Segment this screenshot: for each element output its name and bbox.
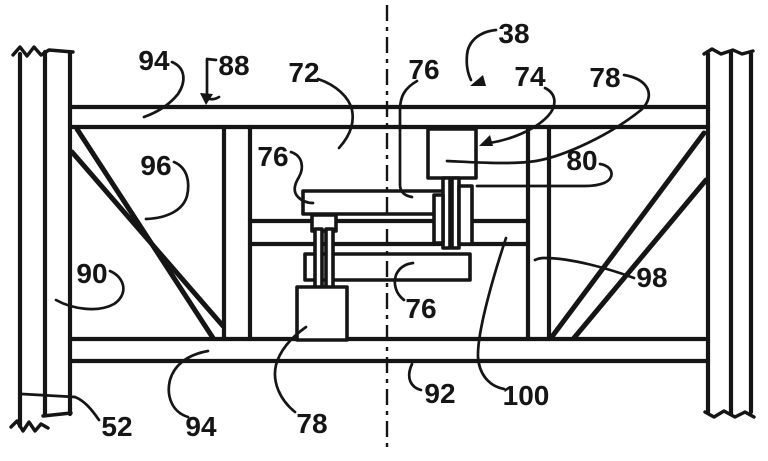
- left-clamp-rod-a: [313, 227, 324, 290]
- reference-labels: 94 88 72 76 38 74 78 80 96 76 90 98 76 52 94 78 92 100: [76, 18, 667, 442]
- leader-90: [54, 269, 125, 311]
- break-mark-top-right: [702, 47, 755, 56]
- left-diagonal-brace: [69, 126, 226, 341]
- ref-label-72-upper-panel: 72: [288, 57, 319, 88]
- ref-label-76-lower-plate: 76: [405, 293, 436, 324]
- leader-94-top: [142, 60, 185, 119]
- ref-label-94-bottom-rail-left: 94: [185, 411, 217, 442]
- ref-label-52-left-post-bottom: 52: [101, 411, 132, 442]
- leader-lines: [20, 28, 651, 422]
- break-mark-bottom-left: [9, 419, 50, 433]
- left-post: [9, 45, 75, 433]
- left-clamp-rod-b: [324, 227, 335, 290]
- break-mark-bottom-right: [703, 409, 756, 419]
- leader-38: [465, 28, 498, 82]
- inner-left-post: [221, 124, 253, 342]
- lower-clamp-box: [295, 285, 349, 342]
- left-clamp-block: [310, 213, 338, 233]
- leader-74: [487, 86, 556, 145]
- leader-80: [475, 162, 613, 188]
- leader-52: [20, 392, 101, 422]
- right-clamp-bracket: [457, 184, 474, 246]
- clamp-mechanism: [295, 127, 478, 342]
- ref-label-78-upper-clamp: 78: [589, 62, 620, 93]
- leader-78-bottom: [273, 325, 308, 414]
- arrowhead-74: [479, 135, 493, 146]
- right-diagonal-brace: [548, 130, 709, 341]
- ref-label-74-actuator-box: 74: [514, 61, 546, 92]
- ref-label-78-lower-clamp-box: 78: [296, 408, 327, 439]
- leader-92: [407, 362, 423, 392]
- leader-76-top: [398, 79, 419, 199]
- arrowhead-88: [200, 93, 213, 105]
- arrowhead-38: [470, 75, 486, 86]
- leader-76-bottom: [393, 261, 415, 302]
- ref-label-94-top-rail-left: 94: [138, 45, 170, 76]
- cross-member: [247, 218, 531, 247]
- right-post: [702, 47, 756, 419]
- ref-label-92-bottom-rail: 92: [424, 378, 455, 409]
- ref-label-38-assembly: 38: [498, 18, 529, 49]
- ref-label-76-upper-plate: 76: [408, 54, 439, 85]
- ref-label-100-cross-member: 100: [503, 380, 550, 411]
- leader-96: [144, 160, 190, 221]
- ref-label-80-clamp-rod: 80: [566, 145, 597, 176]
- actuator-box: [426, 127, 478, 180]
- ref-label-90-left-post: 90: [76, 258, 107, 289]
- leader-94-bottom: [167, 349, 210, 419]
- ref-label-88-top-rail: 88: [218, 50, 249, 81]
- leader-100: [476, 236, 508, 391]
- ref-label-98-right-diagonal-brace: 98: [636, 262, 667, 293]
- ref-label-76-upper-plate-left: 76: [257, 141, 288, 172]
- leader-76-left: [289, 150, 315, 205]
- leader-88: [205, 57, 221, 101]
- leader-72: [316, 77, 355, 150]
- right-clamp-foot: [432, 193, 445, 245]
- leader-98: [533, 256, 636, 280]
- break-mark-top-left: [11, 45, 75, 58]
- leader-78-top: [445, 73, 651, 165]
- ref-label-96-left-diagonal-brace: 96: [140, 150, 171, 181]
